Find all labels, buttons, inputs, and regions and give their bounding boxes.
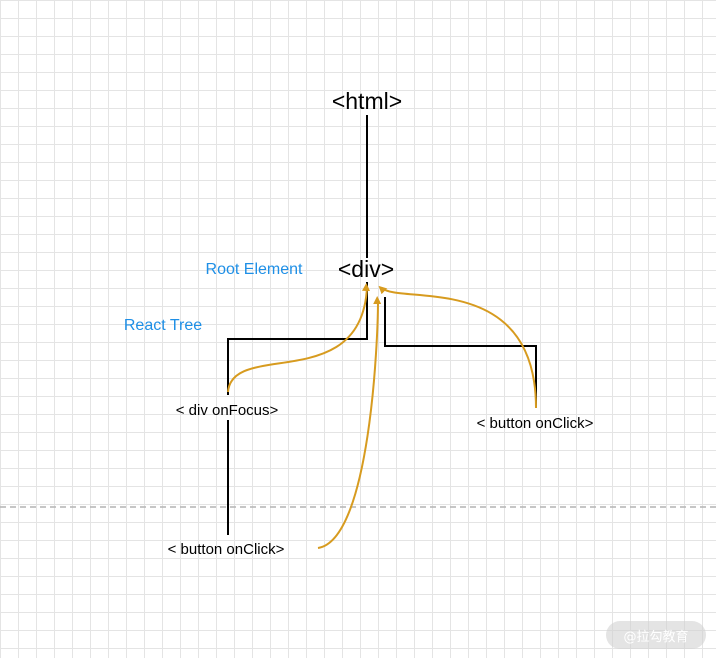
bubble-arrow-from-button-right bbox=[378, 285, 537, 409]
div-to-onfocus-connector bbox=[227, 282, 368, 395]
node-button-bottom: < button onClick> bbox=[168, 541, 285, 558]
bubble-arrow-from-button-bottom bbox=[317, 295, 382, 549]
annotation-react-tree: React Tree bbox=[124, 317, 202, 334]
div-to-button-right-connector bbox=[384, 297, 537, 408]
annotation-root-element: Root Element bbox=[206, 261, 303, 278]
watermark-text: @拉勾教育 bbox=[623, 629, 689, 645]
bubble-arrow-from-div-onfocus bbox=[227, 282, 371, 393]
node-html: <html> bbox=[332, 88, 402, 114]
node-div: <div> bbox=[338, 256, 394, 282]
watermark-badge: @拉勾教育 bbox=[606, 621, 706, 649]
node-div-onfocus: < div onFocus> bbox=[176, 402, 279, 419]
node-button-right: < button onClick> bbox=[477, 415, 594, 432]
